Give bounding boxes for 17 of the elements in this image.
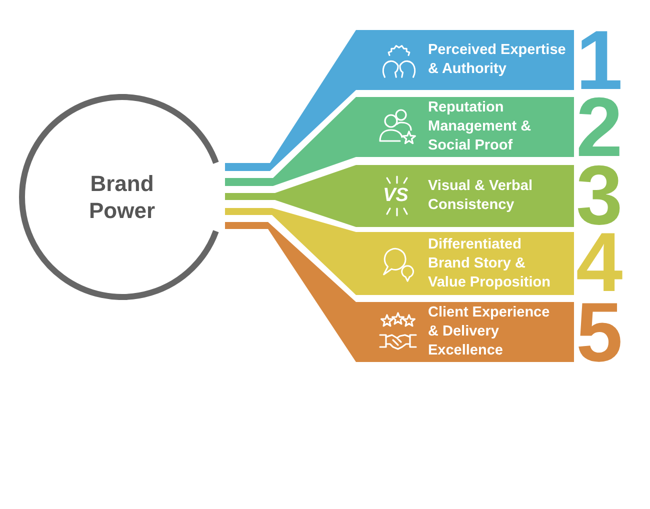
band-title: Client Experience & Delivery Excellence bbox=[428, 304, 551, 360]
band-title: Reputation Management & Social Proof bbox=[428, 98, 532, 156]
branch-connector bbox=[225, 165, 356, 227]
band-title: Differentiated Brand Story & Value Proposition bbox=[428, 235, 552, 292]
branch-connector bbox=[225, 97, 356, 186]
branch-connector bbox=[225, 222, 356, 362]
step-number: 1 bbox=[576, 29, 623, 92]
step-number: 5 bbox=[576, 301, 623, 364]
step-number: 3 bbox=[576, 164, 623, 227]
hub-label: Brand Power bbox=[88, 170, 156, 224]
step-number: 2 bbox=[576, 96, 623, 159]
band-title: Visual & Verbal Consistency bbox=[428, 177, 534, 215]
step-number: 4 bbox=[576, 231, 623, 294]
branch-connector bbox=[225, 30, 356, 171]
band-title: Perceived Expertise & Authority bbox=[428, 41, 567, 79]
icon-letters: VS bbox=[383, 186, 408, 206]
branch-connector bbox=[225, 208, 356, 295]
